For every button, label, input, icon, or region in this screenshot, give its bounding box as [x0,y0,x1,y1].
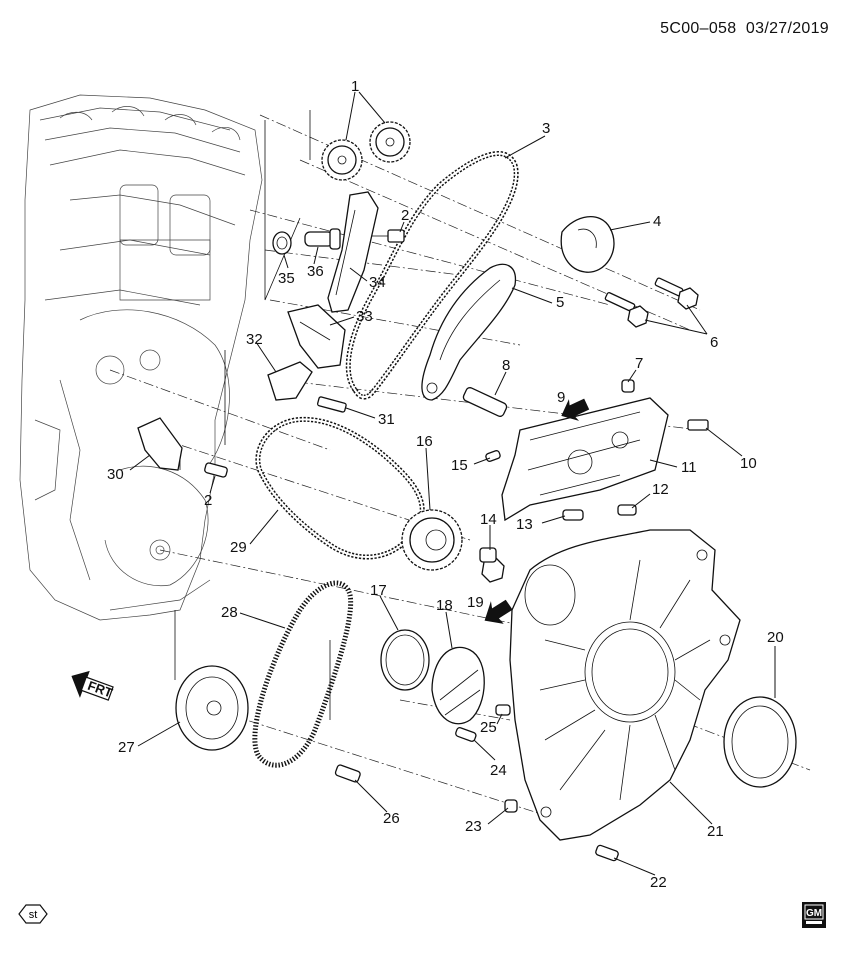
callout-18: 18 [436,597,453,614]
dowel-15 [485,450,501,462]
callout-12: 12 [652,481,669,498]
o-ring-seal [272,231,292,255]
timing-chain-guide [327,191,379,313]
callout-3: 3 [542,120,550,137]
tensioner-33 [287,304,346,369]
crankshaft-seal [723,696,797,788]
chain-guide-30 [137,417,183,471]
callout-15: 15 [451,457,468,474]
dowel-pin-7 [621,379,635,393]
o-ring-17 [380,629,430,691]
assembly-brackets [174,110,331,720]
pulley-bolt-26 [334,764,361,783]
callout-16: 16 [416,433,433,450]
callout-labels: 1 2 2 3 4 5 6 7 8 9 10 11 12 13 14 15 16… [107,78,784,891]
bolt-31 [316,396,347,413]
callout-6: 6 [710,334,718,351]
frt-label: FRT [86,678,115,701]
sprocket-bolts [604,277,699,328]
callout-34: 34 [369,274,386,291]
callout-28: 28 [221,604,238,621]
front-cover [509,529,741,841]
callout-2a: 2 [401,207,409,224]
callout-23: 23 [465,818,482,835]
timing-chain-lower [255,416,425,560]
chain-tensioner-guide [421,263,517,401]
tensioner-bracket-32 [267,361,313,401]
cover-bolt-22 [595,844,619,862]
callout-8: 8 [502,357,510,374]
sprocket-nut [479,547,505,583]
callout-9: 9 [557,389,565,406]
bolt-13 [562,509,584,521]
callout-10: 10 [740,455,757,472]
camshaft-sprocket-left [321,139,363,181]
guide-bolt-lower [204,462,228,478]
callout-26: 26 [383,810,400,827]
callout-20: 20 [767,629,784,646]
sprocket-cover-plate [560,216,615,273]
callout-17: 17 [370,582,387,599]
crankshaft-pulley [175,665,249,751]
callout-22: 22 [650,874,667,891]
oil-pump-cover-18 [431,646,485,725]
callout-31: 31 [378,411,395,428]
gm-logo: GM [802,902,826,928]
st-badge: st [18,904,48,924]
callout-21: 21 [707,823,724,840]
callout-29: 29 [230,539,247,556]
chain-housing-plate [501,397,669,522]
diagram-reference-header: 5C00–058 03/27/2019 [660,20,829,38]
callout-35: 35 [278,270,295,287]
callout-30: 30 [107,466,124,483]
stud-12 [617,504,637,516]
camshaft-sprocket-right [369,121,411,163]
callout-19: 19 [467,594,484,611]
callout-32: 32 [246,331,263,348]
leader-lines [129,91,776,876]
callout-13: 13 [516,516,533,533]
direction-arrow-9 [561,398,590,421]
callout-4: 4 [653,213,661,230]
diagram-date: 03/27/2019 [745,20,829,37]
timing-chain-upper [345,151,519,400]
tensioner-pin [304,228,341,250]
callout-25: 25 [480,719,497,736]
callout-27: 27 [118,739,135,756]
front-orientation-indicator: FRT [71,670,115,701]
diagram-code: 5C00–058 [660,20,737,37]
callout-24: 24 [490,762,507,779]
bolt-24 [455,727,477,742]
callout-33: 33 [356,308,373,325]
tensioner-guide-pin [462,387,508,417]
callout-14: 14 [480,511,497,528]
gm-logo-text: GM [806,908,822,919]
callout-1: 1 [351,78,359,95]
st-badge-text: st [29,909,38,921]
crankshaft-sprocket [401,509,463,571]
guide-bolt-upper [372,229,405,243]
housing-bolt-10 [687,419,709,431]
dowel-23 [504,799,518,813]
drive-belt [252,580,354,768]
dowel-25 [495,704,511,716]
engine-block [19,94,263,621]
callout-11: 11 [681,459,697,476]
callout-2b: 2 [204,492,212,509]
callout-5: 5 [556,294,564,311]
direction-arrow-19 [484,599,513,624]
callout-7: 7 [635,355,643,372]
callout-36: 36 [307,263,324,280]
